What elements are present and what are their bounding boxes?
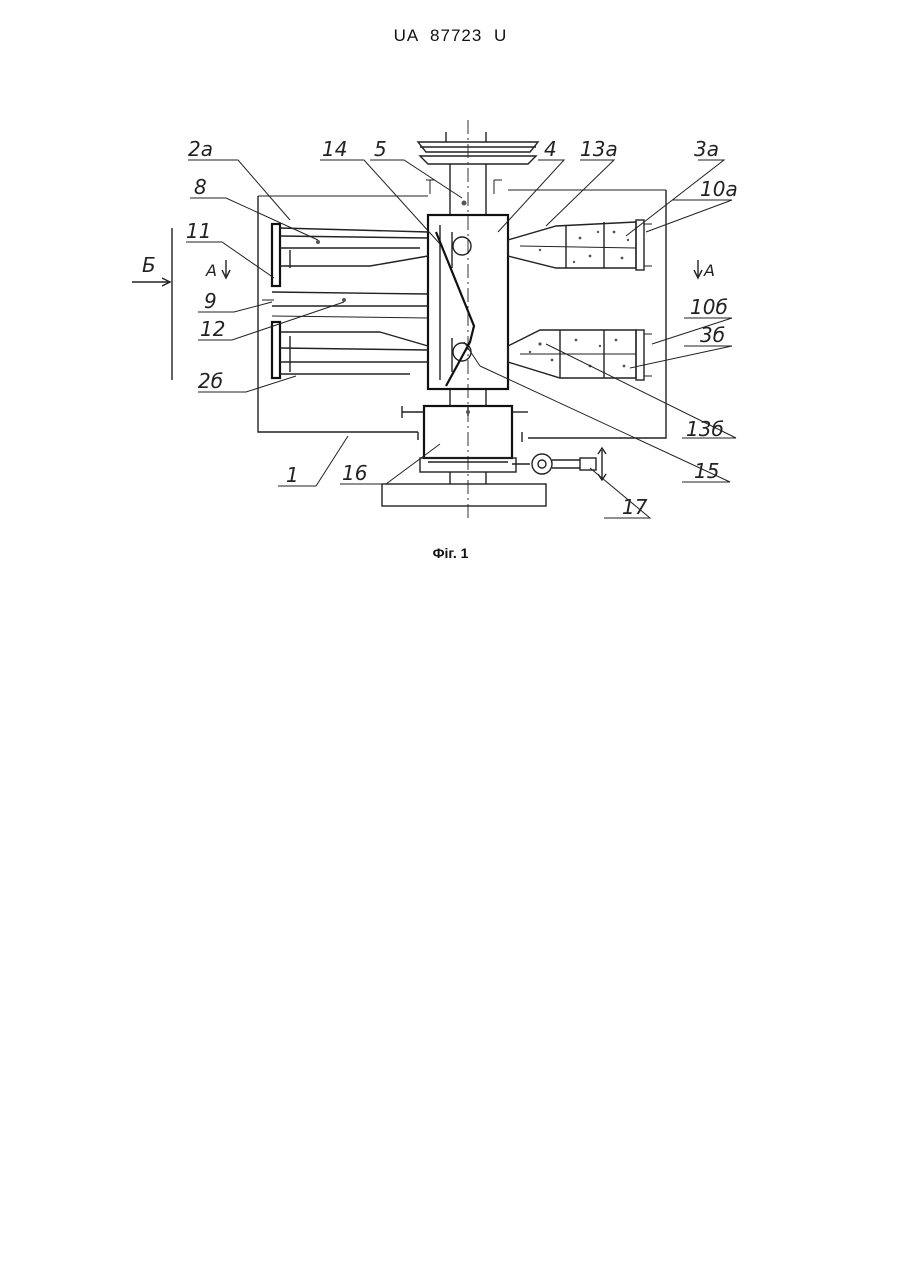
left-lower-holder — [272, 322, 428, 378]
actuator — [512, 448, 606, 480]
label-8: 8 — [194, 175, 207, 199]
right-upper-tool — [508, 220, 652, 270]
section-label-a-left: А — [205, 261, 217, 280]
main-shaft — [450, 120, 486, 520]
section-label-a-right: А — [703, 261, 715, 280]
label-12: 12 — [200, 317, 225, 341]
label-13b: 13б — [686, 417, 724, 441]
leader-lines — [186, 160, 736, 518]
left-middle-rod — [262, 292, 428, 318]
label-16: 16 — [342, 461, 367, 485]
label-9: 9 — [204, 289, 217, 313]
label-17: 17 — [622, 495, 648, 519]
label-13a: 13а — [580, 137, 618, 161]
section-label-b: Б — [142, 253, 156, 277]
label-3b: 3б — [700, 323, 725, 347]
figure-caption: Фіг. 1 — [0, 545, 901, 561]
right-lower-tool — [508, 330, 652, 380]
label-4: 4 — [544, 137, 557, 161]
frame — [258, 190, 666, 442]
label-15: 15 — [694, 459, 719, 483]
label-14: 14 — [322, 137, 347, 161]
label-10a: 10а — [700, 177, 738, 201]
label-2a: 2а — [188, 137, 213, 161]
pulley — [418, 132, 538, 164]
label-10b: 10б — [690, 295, 728, 319]
left-upper-holder — [272, 224, 428, 286]
label-11: 11 — [186, 219, 211, 243]
drive-unit — [382, 406, 546, 506]
label-3a: 3а — [694, 137, 719, 161]
label-5: 5 — [374, 137, 387, 161]
label-2b: 2б — [198, 369, 223, 393]
label-1: 1 — [286, 463, 299, 487]
